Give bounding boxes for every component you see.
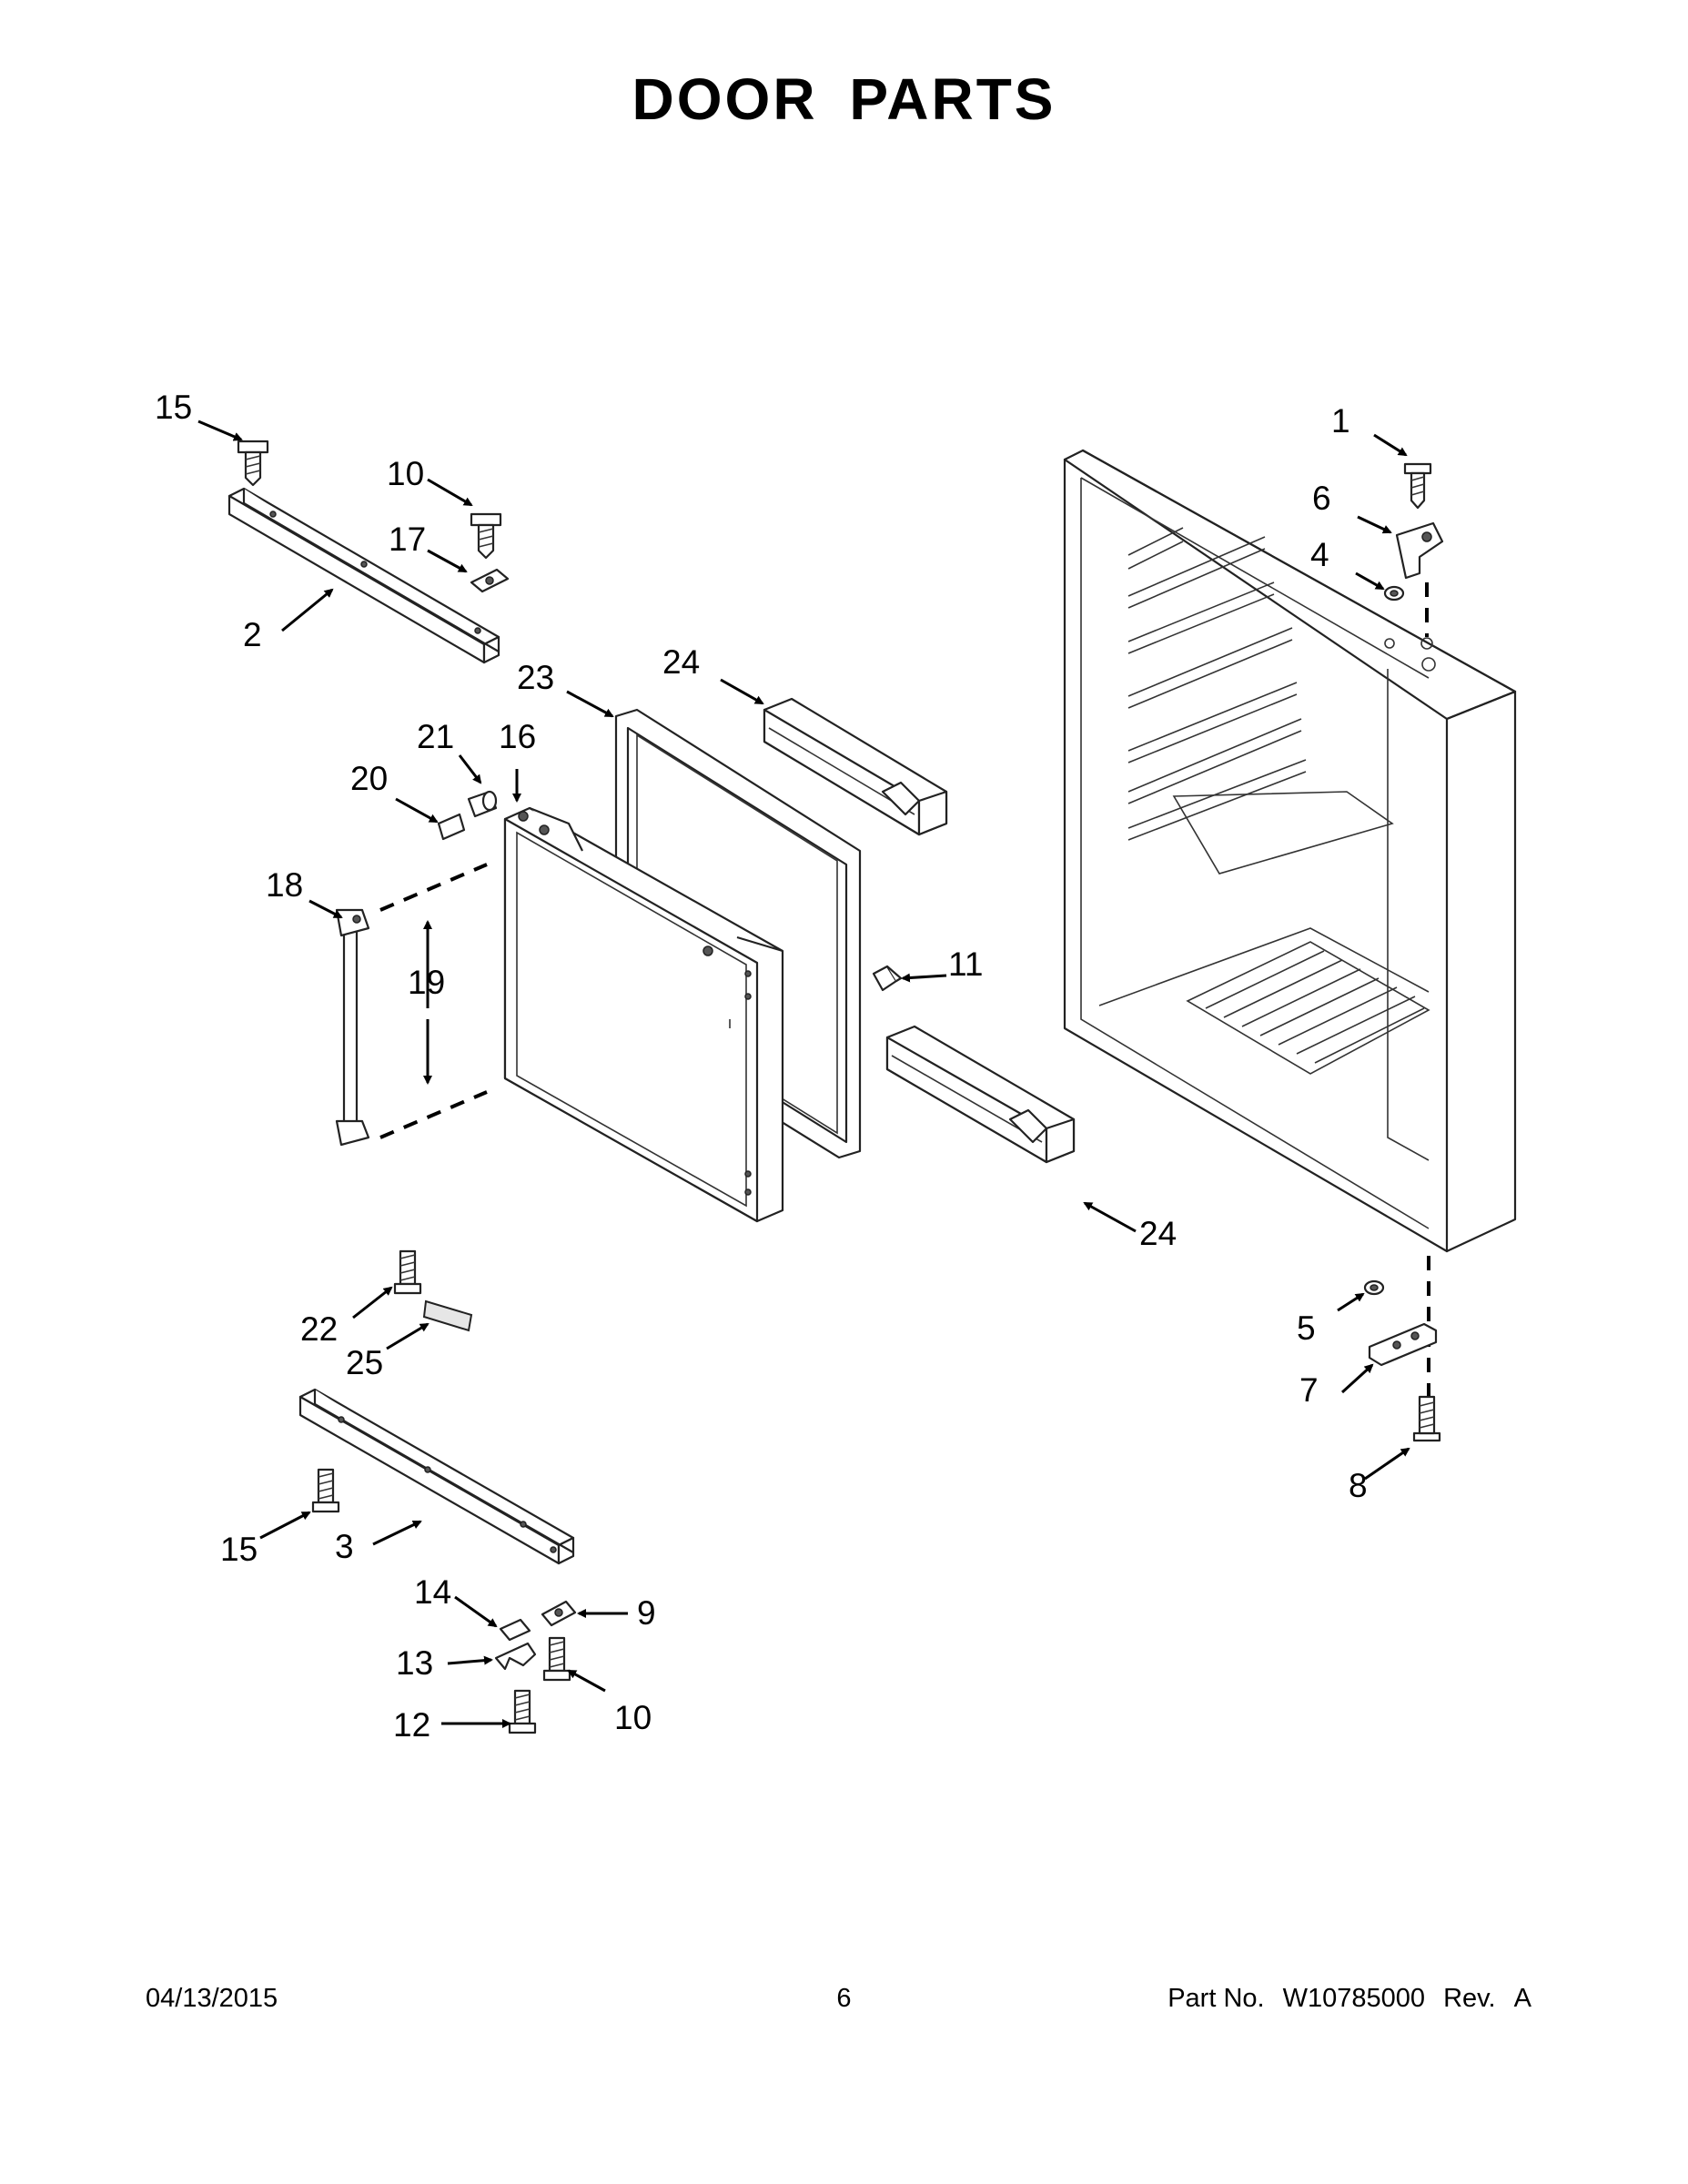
handle-18 bbox=[335, 908, 370, 1147]
spacer-13 bbox=[494, 1642, 537, 1671]
refrigerator-cabinet bbox=[1063, 449, 1517, 1253]
top-hinge-assembly bbox=[1383, 462, 1444, 637]
callout-7: 7 bbox=[1299, 1371, 1319, 1409]
callout-1: 1 bbox=[1331, 402, 1350, 440]
bracket-9 bbox=[541, 1600, 577, 1627]
footer-part-number: Part No. W10785000 Rev. A bbox=[1167, 1984, 1531, 2014]
bottom-hinge-assembly bbox=[1363, 1256, 1441, 1442]
hinge-screw-1 bbox=[1403, 462, 1432, 510]
bottom-hinge-7 bbox=[1368, 1322, 1438, 1367]
handle-mount-lines bbox=[379, 863, 488, 1139]
screw-10-top bbox=[470, 512, 502, 560]
bushing-5 bbox=[1363, 1279, 1385, 1296]
shim-14 bbox=[499, 1618, 531, 1642]
callout-15-bottom: 15 bbox=[220, 1531, 258, 1568]
screw-15-bottom bbox=[311, 1468, 340, 1513]
footer-page-number: 6 bbox=[836, 1984, 852, 2013]
door-bin-24-lower bbox=[885, 1025, 1076, 1164]
callout-4: 4 bbox=[1310, 536, 1329, 573]
callout-2: 2 bbox=[243, 616, 262, 653]
callout-arrows bbox=[197, 420, 1410, 1728]
callout-10-top: 10 bbox=[387, 455, 424, 492]
bracket-17 bbox=[470, 568, 510, 593]
hinge-screw-8 bbox=[1412, 1395, 1441, 1442]
callout-15-top: 15 bbox=[155, 389, 192, 426]
callout-25: 25 bbox=[346, 1344, 383, 1381]
door-rail-top-2 bbox=[227, 487, 500, 664]
callout-24-upper: 24 bbox=[662, 643, 700, 681]
pin-21 bbox=[467, 790, 498, 818]
callout-6: 6 bbox=[1312, 480, 1331, 517]
callout-24-lower: 24 bbox=[1139, 1215, 1177, 1252]
callout-17: 17 bbox=[389, 521, 426, 558]
callout-21: 21 bbox=[417, 718, 454, 755]
callout-23: 23 bbox=[517, 659, 554, 696]
door-rail-bottom-3 bbox=[298, 1388, 575, 1565]
callout-9: 9 bbox=[637, 1594, 656, 1632]
callout-14: 14 bbox=[414, 1573, 451, 1611]
callout-12: 12 bbox=[393, 1706, 430, 1744]
callout-labels: 15 10 17 2 1 6 4 24 23 21 16 20 18 19 11… bbox=[155, 389, 1368, 1744]
bushing-4 bbox=[1383, 585, 1405, 602]
door-16 bbox=[503, 806, 784, 1223]
door-bin-24-upper bbox=[763, 697, 948, 836]
page-title: DOOR PARTS bbox=[632, 66, 1056, 132]
callout-16: 16 bbox=[499, 718, 536, 755]
callout-8: 8 bbox=[1349, 1467, 1368, 1504]
part-no-label: Part No. bbox=[1167, 1984, 1265, 2013]
callout-5: 5 bbox=[1297, 1309, 1316, 1347]
screw-12 bbox=[508, 1689, 537, 1734]
footer-date: 04/13/2015 bbox=[146, 1984, 278, 2013]
callout-10-bottom: 10 bbox=[614, 1699, 652, 1736]
cap-20 bbox=[437, 813, 466, 841]
callout-18: 18 bbox=[266, 866, 303, 904]
callout-22: 22 bbox=[300, 1310, 338, 1348]
callout-3: 3 bbox=[335, 1528, 354, 1565]
screw-10-bottom bbox=[542, 1636, 571, 1682]
screw-22 bbox=[393, 1249, 422, 1295]
callout-13: 13 bbox=[396, 1644, 433, 1682]
part-no-value: W10785000 bbox=[1282, 1984, 1426, 2013]
callout-19: 19 bbox=[408, 964, 445, 1001]
top-hinge-6 bbox=[1395, 521, 1444, 580]
label-25 bbox=[422, 1299, 473, 1332]
callout-11: 11 bbox=[948, 945, 983, 983]
rev-value: A bbox=[1513, 1984, 1531, 2013]
callout-20: 20 bbox=[350, 760, 388, 797]
rev-label: Rev. bbox=[1443, 1984, 1496, 2013]
screw-15-top bbox=[237, 440, 269, 487]
clip-11 bbox=[872, 965, 903, 992]
